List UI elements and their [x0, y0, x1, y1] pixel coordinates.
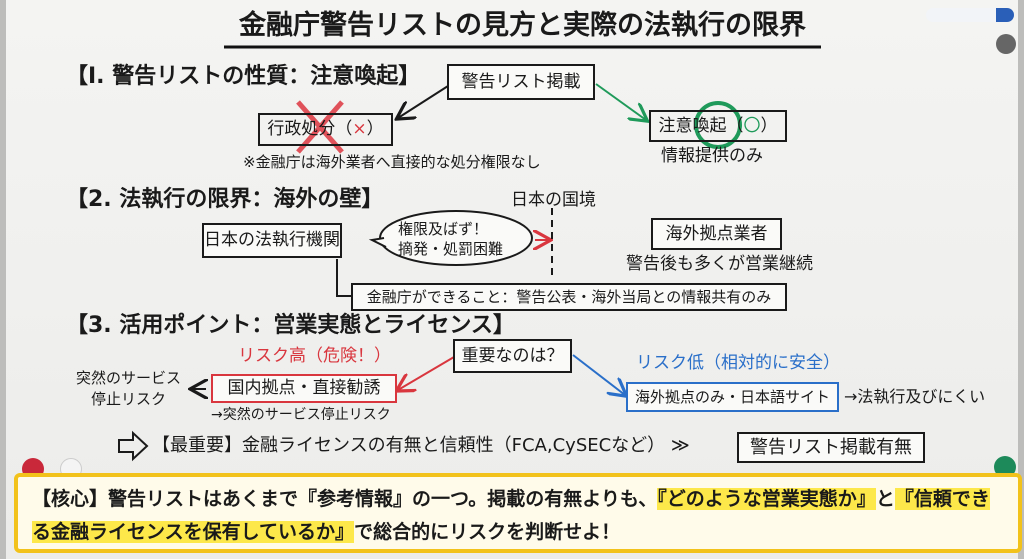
label: 警告リスト掲載有無	[750, 436, 912, 458]
sudden-stop-text: 突然のサービス停止リスク	[76, 368, 181, 410]
bubble-line: 摘発・処罰困難	[398, 240, 504, 258]
question-box: 重要なのは？	[453, 339, 572, 373]
domestic-note: →突然のサービス停止リスク	[211, 407, 391, 423]
high-risk-label: リスク高（危険！）	[238, 346, 391, 366]
overseas-only-box: 海外拠点のみ・日本語サイト	[626, 382, 839, 412]
banner-highlight: 『どのような営業実態か』	[657, 488, 876, 510]
arrow-high-risk	[398, 356, 455, 390]
hollow-arrow-icon	[118, 430, 149, 462]
fsa-can-do-box: 金融庁ができること：警告公表・海外当局との情報共有のみ	[351, 283, 787, 311]
label: 行政処分（	[267, 119, 353, 139]
key-point-text: 【最重要】金融ライセンスの有無と信頼性（FCA,CySECなど） ≫	[152, 437, 690, 455]
section2-heading: 【2. 法執行の限界：海外の壁】	[66, 187, 384, 212]
section3-heading: 【3. 活用ポイント：営業実態とライセンス】	[66, 313, 515, 338]
label: 日本の法執行機関	[204, 230, 340, 250]
law-enforcement-box: 日本の法執行機関	[202, 223, 342, 258]
green-circle-icon	[694, 101, 742, 149]
bubble-text: 権限及ばず！ 摘発・処罰困難	[398, 219, 503, 259]
border-label: 日本の国境	[511, 190, 596, 210]
label: 【最重要】金融ライセンスの有無と信頼性（FCA,CySECなど）	[152, 435, 666, 456]
label: 重要なのは？	[461, 345, 564, 366]
marker-pen[interactable]	[926, 8, 1014, 22]
label: 国内拠点・直接勧誘	[227, 378, 381, 398]
listing-status-box: 警告リスト掲載有無	[737, 432, 925, 463]
banner-text: と	[875, 488, 895, 510]
circle-mark: 〇	[743, 115, 761, 136]
label: 金融庁ができること：警告公表・海外当局との情報共有のみ	[366, 287, 772, 306]
continue-operating-text: 警告後も多くが営業継続	[626, 254, 813, 274]
label: ）	[366, 119, 384, 139]
info-only-text: 情報提供のみ	[661, 146, 763, 166]
banner-text: 【核心】警告リストはあくまで『参考情報』の一つ。掲載の有無よりも、	[32, 488, 658, 510]
label: 注意喚起（	[658, 115, 744, 136]
bubble-line: 権限及ばず！	[398, 220, 489, 238]
fsa-note: ※金融庁は海外業者へ直接的な処分権限なし	[243, 153, 541, 171]
line: 突然のサービス	[76, 369, 182, 387]
admin-action-box: 行政処分（×）	[258, 113, 393, 146]
arrow-low-risk	[572, 354, 625, 395]
arrow-to-admin-action	[398, 85, 449, 118]
domestic-solicitation-box: 国内拠点・直接勧誘	[211, 374, 397, 403]
much-greater-icon: ≫	[670, 435, 690, 456]
magnet[interactable]	[996, 34, 1016, 54]
line: 停止リスク	[91, 390, 167, 408]
label: ）	[760, 115, 778, 136]
warning-list-listing-box: 警告リスト掲載	[447, 64, 595, 100]
banner-text: で総合的にリスクを判断せよ！	[354, 521, 621, 543]
page-title: 金融庁警告リストの見方と実際の法執行の限界	[239, 10, 806, 41]
connector-line	[336, 259, 351, 297]
section1-heading: 【I. 警告リストの性質：注意喚起】	[66, 64, 421, 89]
warning-box: 注意喚起（〇）	[649, 110, 787, 142]
arrow-to-warning	[595, 83, 646, 120]
core-message-banner: 【核心】警告リストはあくまで『参考情報』の一つ。掲載の有無よりも、『どのような営…	[14, 473, 1022, 553]
low-risk-label: リスク低（相対的に安全）	[636, 353, 840, 373]
label: 海外拠点のみ・日本語サイト	[634, 387, 830, 406]
enforcement-difficult-text: →法執行及びにくい	[844, 387, 986, 406]
overseas-operator-box: 海外拠点業者	[651, 218, 782, 250]
diagram-lines	[118, 45, 821, 462]
magnet[interactable]	[994, 456, 1016, 478]
label: 警告リスト掲載	[461, 71, 581, 92]
label: 海外拠点業者	[665, 223, 768, 244]
cross-mark: ×	[352, 119, 367, 139]
